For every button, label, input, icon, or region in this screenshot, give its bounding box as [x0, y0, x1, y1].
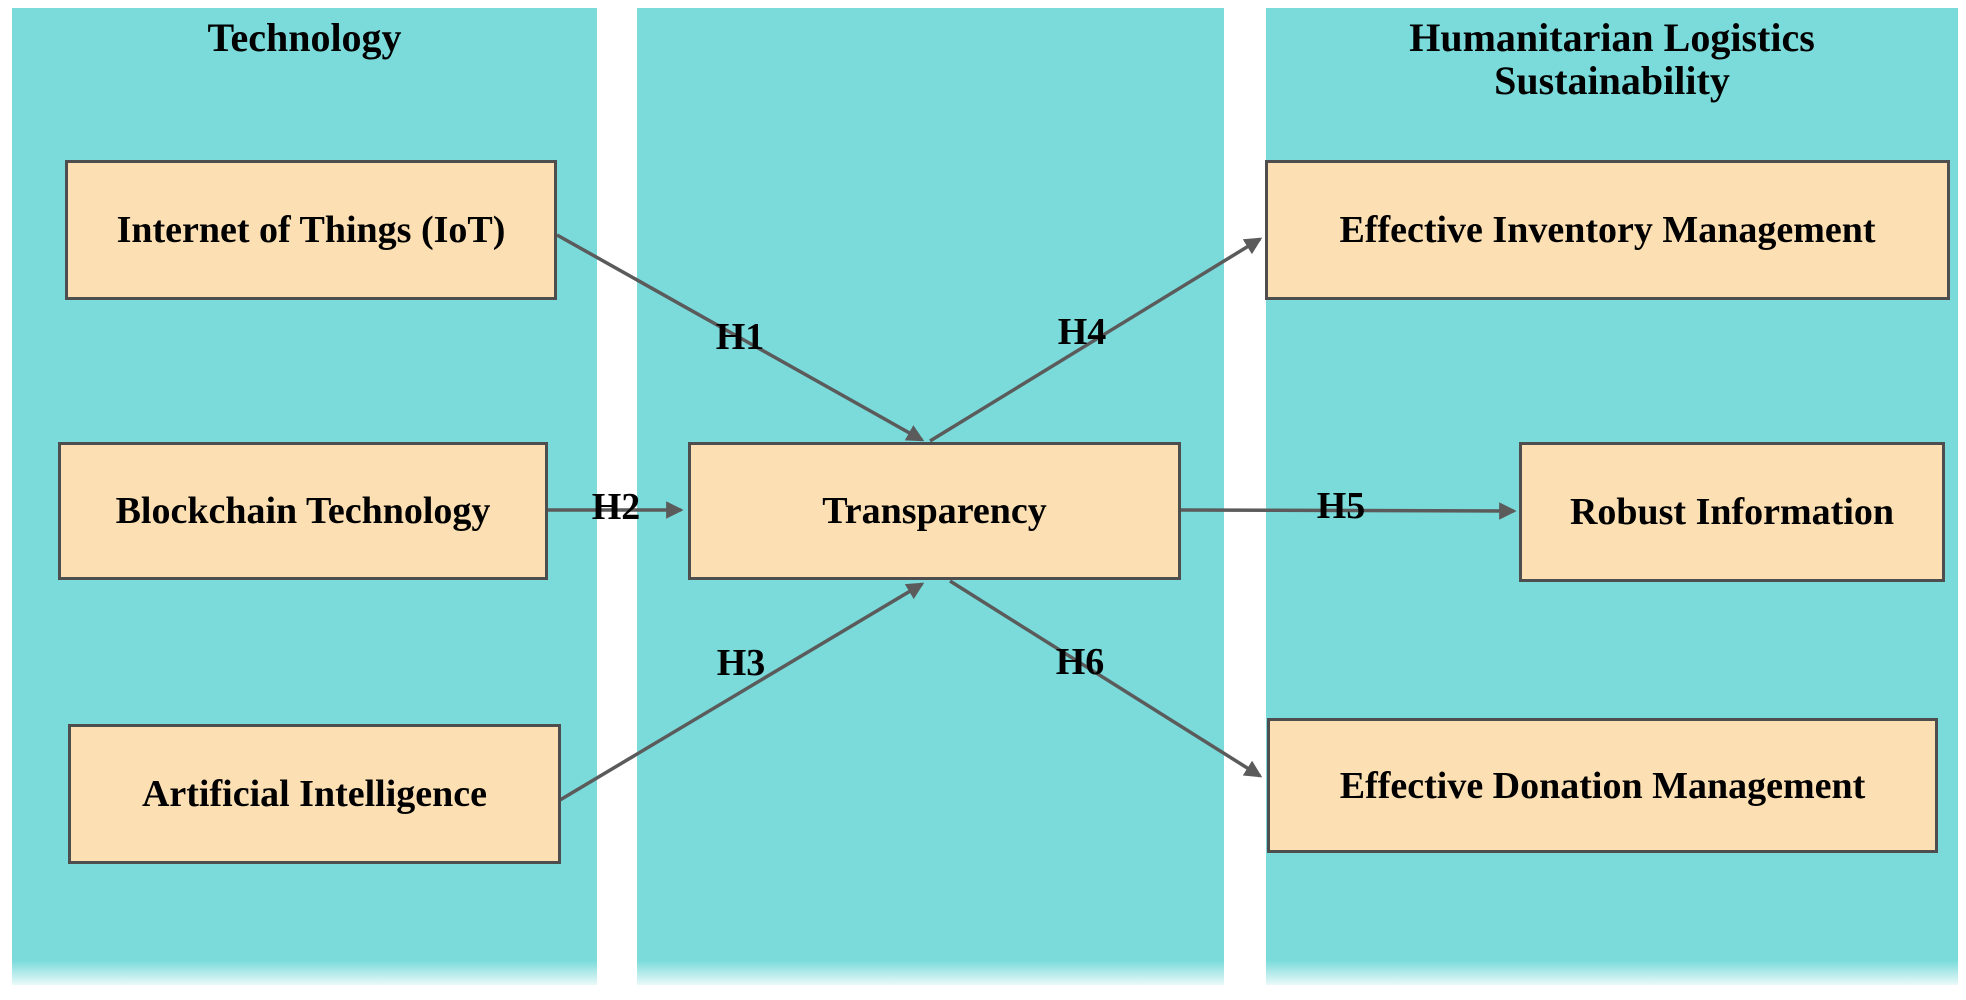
hypothesis-label-h1: H1 — [715, 316, 765, 358]
panel-sustainability-title-line1: Humanitarian Logistics — [1409, 15, 1815, 60]
hypothesis-label-h3: H3 — [716, 642, 766, 684]
node-effective-inventory-management-label: Effective Inventory Management — [1339, 209, 1876, 251]
hypothesis-label-h4: H4 — [1057, 311, 1107, 353]
node-artificial-intelligence: Artificial Intelligence — [68, 724, 561, 864]
node-iot: Internet of Things (IoT) — [65, 160, 557, 300]
node-robust-information: Robust Information — [1519, 442, 1945, 582]
hypothesis-label-h2: H2 — [591, 486, 641, 528]
node-robust-information-label: Robust Information — [1569, 491, 1895, 533]
panel-sustainability-title: Humanitarian Logistics Sustainability — [1266, 16, 1958, 102]
node-blockchain: Blockchain Technology — [58, 442, 548, 580]
node-transparency-label: Transparency — [822, 490, 1047, 532]
node-transparency: Transparency — [688, 442, 1181, 580]
node-blockchain-label: Blockchain Technology — [115, 490, 491, 532]
panel-sustainability-title-line2: Sustainability — [1494, 58, 1730, 104]
node-effective-donation-management-label: Effective Donation Management — [1339, 764, 1866, 807]
node-effective-inventory-management: Effective Inventory Management — [1265, 160, 1950, 300]
node-artificial-intelligence-label: Artificial Intelligence — [141, 773, 488, 815]
panel-technology-title: Technology — [207, 15, 402, 60]
hypothesis-label-h6: H6 — [1055, 641, 1105, 683]
node-effective-donation-management: Effective Donation Management — [1267, 718, 1938, 853]
node-iot-label: Internet of Things (IoT) — [116, 209, 506, 251]
hypothesis-label-h5: H5 — [1316, 485, 1366, 527]
